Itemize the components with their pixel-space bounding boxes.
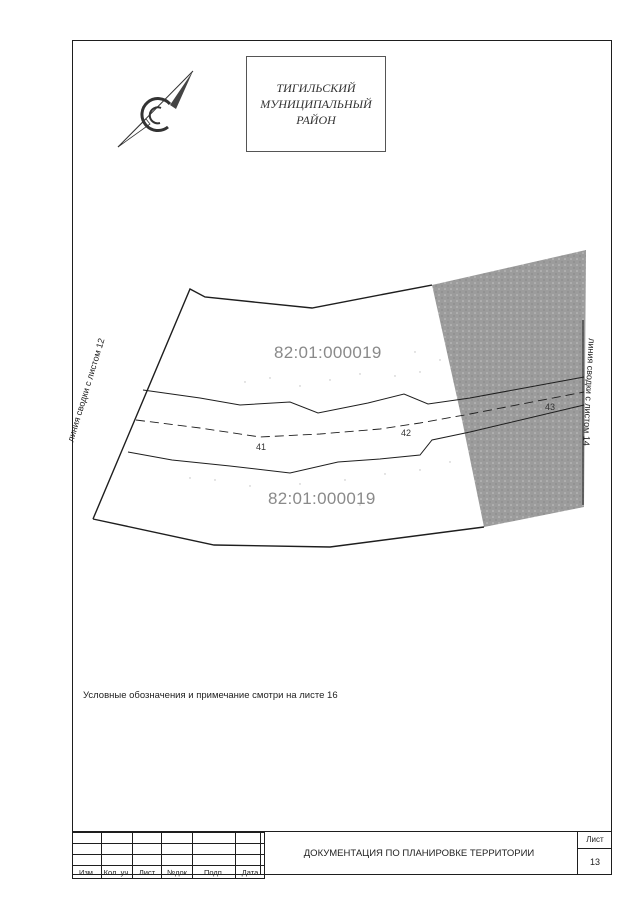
legend-note: Условные обозначения и примечание смотри… [83, 690, 338, 701]
drawing-frame [72, 40, 612, 875]
header-izm: Изм. [72, 865, 102, 879]
point-43-label: 43 [545, 402, 556, 412]
district-line-2: МУНИЦИПАЛЬНЫЙ [260, 97, 372, 111]
sheet-number: 13 [589, 857, 600, 867]
revision-table: Изм. Кол. уч. Лист №док Подп. Дата [72, 832, 265, 879]
outer-boundary [92, 284, 433, 520]
header-podp: Подп. [192, 865, 236, 879]
district-line-1: ТИГИЛЬСКИЙ [276, 81, 356, 95]
sheet-label: Лист [578, 832, 612, 849]
header-ndok: №док [161, 865, 193, 879]
district-title-box: ТИГИЛЬСКИЙ МУНИЦИПАЛЬНЫЙ РАЙОН [246, 56, 386, 152]
outer-boundary-bottom [92, 518, 485, 548]
terrain-dots [189, 351, 451, 506]
header-list: Лист [132, 865, 162, 879]
parcel-number-top: 82:01:000019 [274, 343, 382, 362]
shaded-territory [432, 250, 586, 527]
road-centerline [135, 391, 585, 438]
sheet-number-box: Лист 13 [577, 832, 612, 875]
parcel-number-bottom: 82:01:000019 [268, 489, 376, 508]
point-41-label: 41 [256, 442, 267, 452]
title-block: Изм. Кол. уч. Лист №док Подп. Дата ДОКУМ… [72, 831, 612, 879]
document-title: ДОКУМЕНТАЦИЯ ПО ПЛАНИРОВКЕ ТЕРРИТОРИИ [260, 832, 577, 875]
district-line-3: РАЙОН [296, 113, 336, 127]
road-edge-top [142, 376, 585, 414]
header-data: Дата [235, 865, 265, 879]
road-edge-bottom [127, 404, 585, 474]
header-kol-uch: Кол. уч. [101, 865, 133, 879]
point-42-label: 42 [401, 428, 412, 438]
north-arrow-icon [117, 70, 194, 148]
